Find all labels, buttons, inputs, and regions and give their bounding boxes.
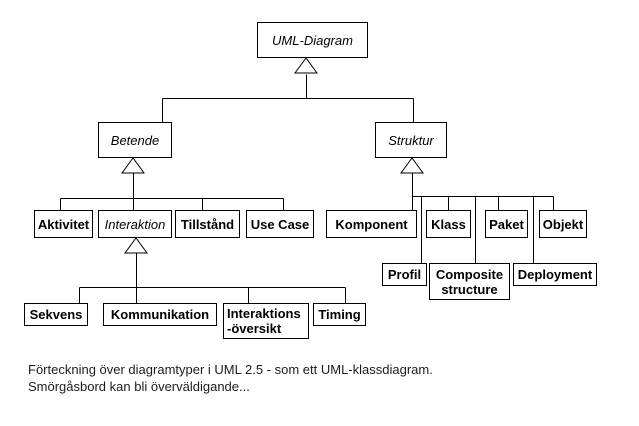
node-timing: Timing (313, 303, 366, 326)
node-struktur: Struktur (375, 122, 447, 158)
node-komponent: Komponent (326, 210, 417, 238)
generalization-triangle-icon (400, 157, 424, 174)
node-use-case: Use Case (246, 210, 314, 238)
generalization-triangle-icon (294, 57, 318, 74)
node-profil: Profil (382, 263, 427, 286)
node-composite-structure: Composite structure (429, 263, 510, 300)
node-paket: Paket (485, 210, 528, 238)
caption-line-2: Smörgåsbord kan bli överväldigande... (28, 379, 250, 394)
node-uml-diagram: UML-Diagram (257, 22, 368, 58)
caption: Förteckning över diagramtyper i UML 2.5 … (28, 361, 433, 395)
node-klass: Klass (426, 210, 471, 238)
node-objekt: Objekt (539, 210, 587, 238)
caption-line-1: Förteckning över diagramtyper i UML 2.5 … (28, 362, 433, 377)
node-kommunikation: Kommunikation (103, 303, 217, 326)
node-deployment: Deployment (513, 263, 597, 286)
generalization-triangle-icon (124, 237, 148, 254)
node-tillstand: Tillstånd (175, 210, 240, 238)
node-aktivitet: Aktivitet (34, 210, 93, 238)
node-sekvens: Sekvens (24, 303, 88, 326)
node-interaktions-oversikt: Interaktions -översikt (223, 303, 309, 339)
node-interaktion: Interaktion (98, 210, 172, 238)
node-betende: Betende (98, 122, 172, 158)
generalization-triangle-icon (121, 157, 145, 174)
